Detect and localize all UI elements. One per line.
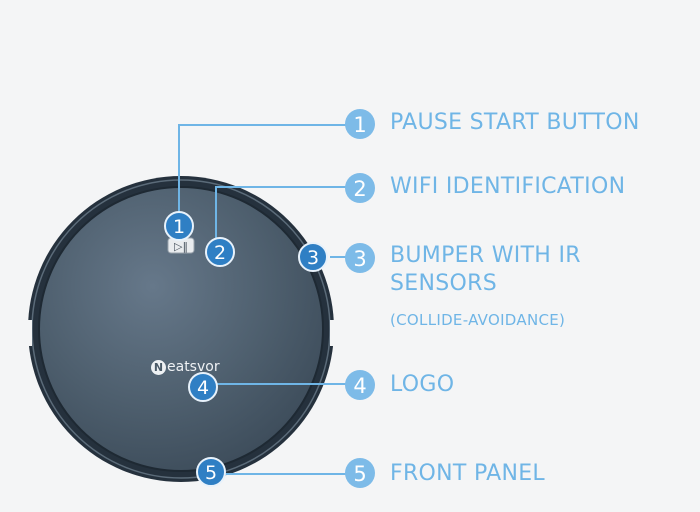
top-cover bbox=[39, 187, 323, 471]
callout-label-3-line2: SENSORS bbox=[390, 271, 497, 296]
leader-line-2 bbox=[215, 186, 348, 244]
robot-markers: 1 2 3 4 5 bbox=[164, 211, 328, 487]
callout-label-3-line1: BUMPER WITH IR bbox=[390, 243, 581, 268]
brand-mark-icon: N bbox=[151, 359, 166, 375]
callout-badge-3: 3 bbox=[345, 243, 375, 273]
robot-marker-3-number: 3 bbox=[307, 247, 319, 269]
robot-marker-4: 4 bbox=[188, 372, 218, 402]
callout-badge-5: 5 bbox=[345, 458, 375, 488]
robot-marker-4-number: 4 bbox=[197, 377, 209, 399]
robot-marker-1: 1 bbox=[164, 211, 194, 241]
robot-marker-3: 3 bbox=[298, 242, 328, 272]
robot-marker-1-number: 1 bbox=[173, 216, 185, 238]
callout-badge-4-number: 4 bbox=[353, 374, 366, 398]
callout-badges: 1 2 3 4 5 bbox=[345, 109, 375, 488]
top-cover-edge bbox=[38, 186, 324, 472]
callout-badge-2-number: 2 bbox=[353, 177, 366, 201]
callout-badge-1-number: 1 bbox=[353, 113, 366, 137]
bumper-side-gap-right bbox=[330, 320, 336, 346]
callout-badge-5-number: 5 bbox=[353, 462, 366, 486]
leader-line-1 bbox=[178, 124, 348, 216]
brand-text: eatsvor bbox=[167, 359, 220, 375]
play-pause-icon: ▷‖ bbox=[174, 240, 188, 253]
robot-marker-2: 2 bbox=[205, 237, 235, 267]
callout-badge-1: 1 bbox=[345, 109, 375, 139]
robot-marker-5: 5 bbox=[196, 457, 226, 487]
brand-logo: N eatsvor bbox=[151, 359, 220, 375]
callout-badge-3-number: 3 bbox=[353, 247, 366, 271]
callout-note-3: (COLLIDE-AVOIDANCE) bbox=[390, 311, 566, 329]
bumper-side-gap-left bbox=[26, 320, 32, 346]
callout-badge-2: 2 bbox=[345, 173, 375, 203]
callout-label-1: PAUSE START BUTTON bbox=[390, 110, 640, 135]
robot-vacuum: ▷‖ bbox=[26, 176, 336, 482]
callout-label-2: WIFI IDENTIFICATION bbox=[390, 174, 626, 199]
robot-marker-2-number: 2 bbox=[214, 242, 226, 264]
callout-badge-4: 4 bbox=[345, 370, 375, 400]
callout-label-5: FRONT PANEL bbox=[390, 461, 545, 486]
robot-marker-5-number: 5 bbox=[205, 462, 217, 484]
leader-lines bbox=[178, 124, 348, 475]
callout-label-4: LOGO bbox=[390, 372, 455, 397]
